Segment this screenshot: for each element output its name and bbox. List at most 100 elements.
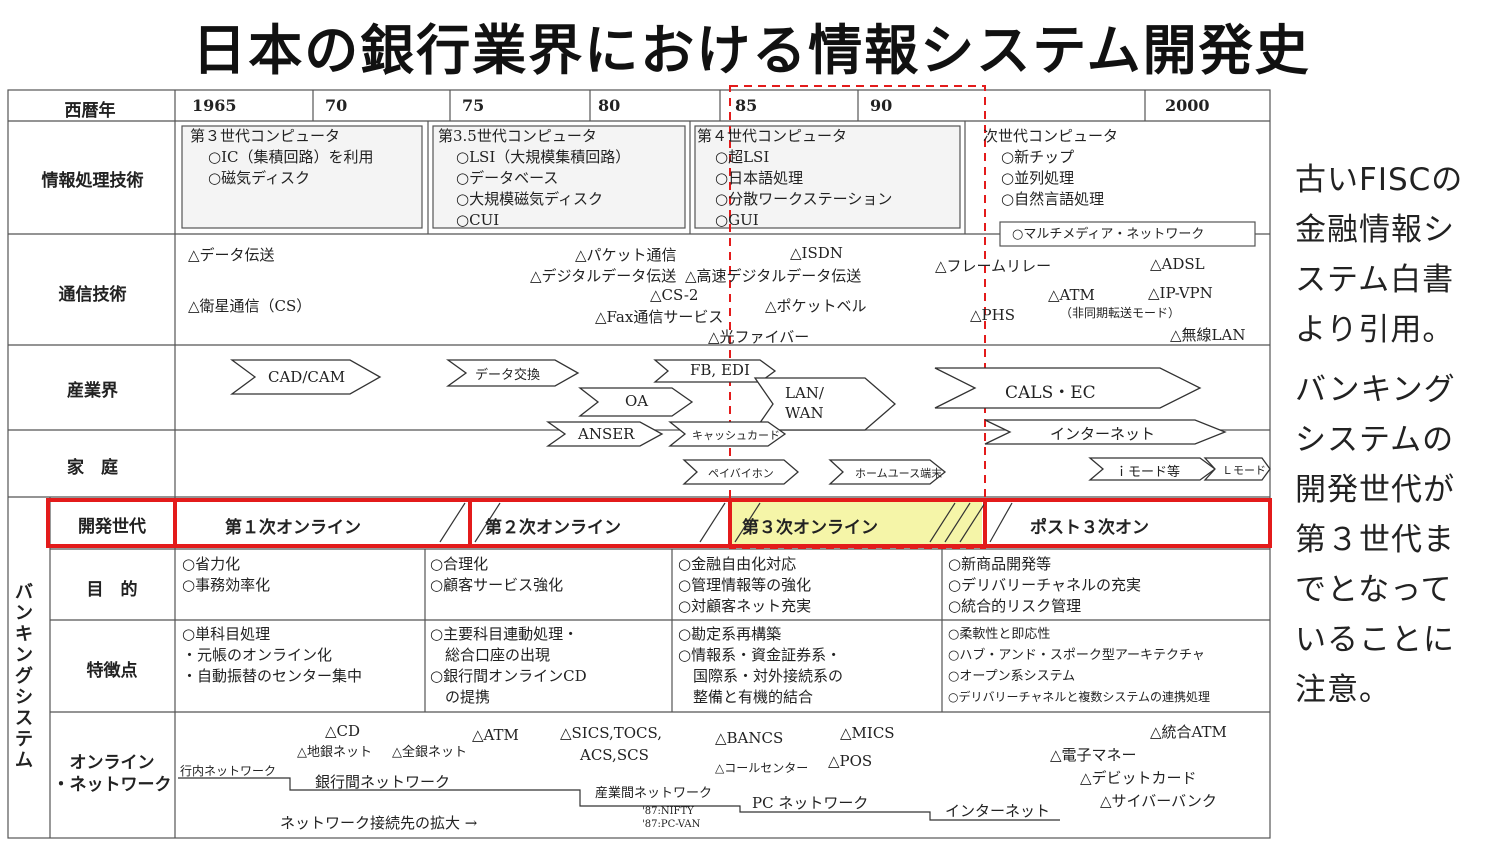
online-item-internet: インターネット: [945, 802, 1051, 820]
comm-item: △パケット通信: [575, 246, 677, 264]
features-text: ○オープン系システム: [948, 669, 1076, 684]
online-item-pc-network: PC ネットワーク: [752, 794, 869, 812]
arrow-label-lmode: Ｌモード: [1222, 464, 1266, 477]
online-item-pos: △POS: [828, 752, 873, 770]
comm-item: △ADSL: [1150, 255, 1205, 273]
online-item-industry-network: 産業間ネットワーク: [595, 786, 713, 801]
info-text: ○データベース: [456, 169, 559, 187]
arrow-label-data-exchange: データ交換: [475, 368, 541, 383]
features-text: ○主要科目連動処理・: [430, 625, 579, 643]
features-text: ○単科目処理: [182, 625, 271, 643]
purpose-text: ○顧客サービス強化: [430, 576, 564, 594]
arrow-label-oa: OA: [625, 392, 649, 410]
note-line: 注意。: [1295, 672, 1391, 708]
note-line: バンキング: [1295, 372, 1456, 408]
comm-item: △IP-VPN: [1148, 284, 1213, 302]
info-text: 第３世代コンピュータ: [190, 127, 341, 145]
online-item-bancs: △BANCS: [715, 729, 784, 747]
arrow-label-cadcam: CAD/CAM: [268, 368, 346, 386]
note-line: より引用。: [1295, 312, 1455, 348]
info-text: ○並列処理: [1001, 169, 1075, 187]
row-label-home: 家 庭: [67, 458, 118, 478]
row-label-generation: 開発世代: [78, 517, 146, 537]
online-item-cd: △CD: [325, 722, 361, 740]
info-text: ○自然言語処理: [1001, 190, 1105, 208]
features-text: ○情報系・資金証券系・: [678, 646, 842, 664]
online-item-mics: △MICS: [840, 724, 895, 742]
row-label-online-line: オンライン: [69, 753, 155, 773]
info-text: ○GUI: [715, 211, 759, 229]
info-text: ○IC（集積回路）を利用: [208, 148, 374, 166]
info-text: 第４世代コンピュータ: [697, 127, 848, 145]
purpose-col4: ○新商品開発等 ○デリバリーチャネルの充実 ○統合的リスク管理: [948, 554, 1141, 617]
row-label-info: 情報処理技術: [41, 171, 144, 191]
info-text: ○日本語処理: [715, 169, 804, 187]
row-label-purpose: 目 的: [86, 580, 138, 600]
comm-item: △フレームリレー: [935, 257, 1052, 275]
year-1965: 1965: [192, 96, 237, 115]
features-text: の提携: [430, 688, 491, 706]
comm-item: △無線LAN: [1170, 326, 1246, 344]
online-item-expansion: ネットワーク接続先の拡大 →: [280, 814, 478, 832]
arrow-label-imode: ｉモード等: [1115, 465, 1181, 480]
arrow-label-cashcard: キャッシュカード: [692, 429, 780, 442]
note-line: 開発世代が: [1295, 472, 1455, 508]
features-text: ○柔軟性と即応性: [948, 627, 1051, 642]
year-2000: 2000: [1165, 96, 1210, 115]
year-90: 90: [870, 96, 893, 115]
features-col3: ○勘定系再構築 ○情報系・資金証券系・ 国際系・対外接続系の 整備と有機的結合: [678, 624, 843, 708]
arrow-label-paybyphone: ペイバイホン: [708, 467, 774, 480]
online-item-regional-net: △地銀ネット: [297, 745, 372, 760]
row-label-features: 特徴点: [86, 661, 138, 681]
year-85: 85: [735, 96, 758, 115]
info-text: ○磁気ディスク: [208, 169, 311, 187]
comm-item: △衛星通信（CS）: [188, 297, 312, 315]
purpose-text: ○管理情報等の強化: [678, 576, 812, 594]
note-line: 第３世代ま: [1295, 522, 1455, 558]
comm-item: △高速デジタルデータ伝送: [685, 267, 862, 285]
purpose-text: ○金融自由化対応: [678, 555, 797, 573]
features-col4: ○柔軟性と即応性 ○ハブ・アンド・スポーク型アーキテクチャ ○オープン系システム…: [948, 624, 1210, 708]
multimedia-network-box: ○マルチメディア・ネットワーク: [1012, 227, 1205, 242]
info-col2: 第3.5世代コンピュータ ○LSI（大規模集積回路） ○データベース ○大規模磁…: [438, 126, 630, 231]
side-note-remark: バンキング システムの 開発世代が 第３世代ま でとなって いることに 注意。: [1295, 365, 1500, 715]
online-item-debit-card: △デビットカード: [1080, 769, 1197, 787]
info-col3: 第４世代コンピュータ ○超LSI ○日本語処理 ○分散ワークステーション ○GU…: [697, 126, 892, 231]
arrow-label-internet: インターネット: [1050, 425, 1156, 443]
features-text: ○ハブ・アンド・スポーク型アーキテクチャ: [948, 648, 1205, 663]
info-text: 次世代コンピュータ: [983, 127, 1119, 145]
arrow-label-anser: ANSER: [578, 425, 635, 443]
note-line: でとなって: [1295, 572, 1453, 608]
row-label-comm: 通信技術: [58, 285, 127, 305]
features-text: ・自動振替のセンター集中: [182, 667, 363, 685]
purpose-text: ○合理化: [430, 555, 489, 573]
comm-item: （非同期転送モード）: [1060, 306, 1181, 320]
comm-item: △光ファイバー: [708, 328, 810, 346]
page-title: 日本の銀行業界における情報システム開発史: [192, 19, 1311, 82]
features-col1: ○単科目処理 ・元帳のオンライン化 ・自動振替のセンター集中: [182, 624, 362, 687]
features-text: ○デリバリーチャネルと複数システムの連携処理: [948, 690, 1210, 704]
info-text: ○CUI: [456, 211, 500, 229]
features-text: ○勘定系再構築: [678, 625, 782, 643]
comm-item: △Fax通信サービス: [595, 308, 724, 326]
online-item-sics: △SICS,TOCS,: [560, 724, 663, 742]
online-item-acs: ACS,SCS: [580, 746, 649, 764]
purpose-text: ○新商品開発等: [948, 555, 1052, 573]
features-col2: ○主要科目連動処理・ 総合口座の出現 ○銀行間オンラインCD の提携: [430, 624, 587, 708]
year-70: 70: [325, 96, 348, 115]
purpose-text: ○事務効率化: [182, 576, 271, 594]
year-80: 80: [598, 96, 621, 115]
note-line: システムの: [1295, 422, 1455, 458]
purpose-col1: ○省力化 ○事務効率化: [182, 554, 270, 596]
info-text: ○分散ワークステーション: [715, 190, 893, 208]
features-text: 総合口座の出現: [430, 646, 551, 664]
header-year-label: 西暦年: [64, 101, 116, 121]
purpose-text: ○統合的リスク管理: [948, 597, 1082, 615]
year-75: 75: [462, 96, 485, 115]
arrow-label-fb-edi: FB, EDI: [690, 361, 750, 379]
online-item-atm: △ATM: [472, 726, 519, 744]
online-item-call-center: △コールセンター: [715, 761, 809, 775]
purpose-col2: ○合理化 ○顧客サービス強化: [430, 554, 563, 596]
banking-system-label: バンキングシステム: [15, 582, 33, 771]
